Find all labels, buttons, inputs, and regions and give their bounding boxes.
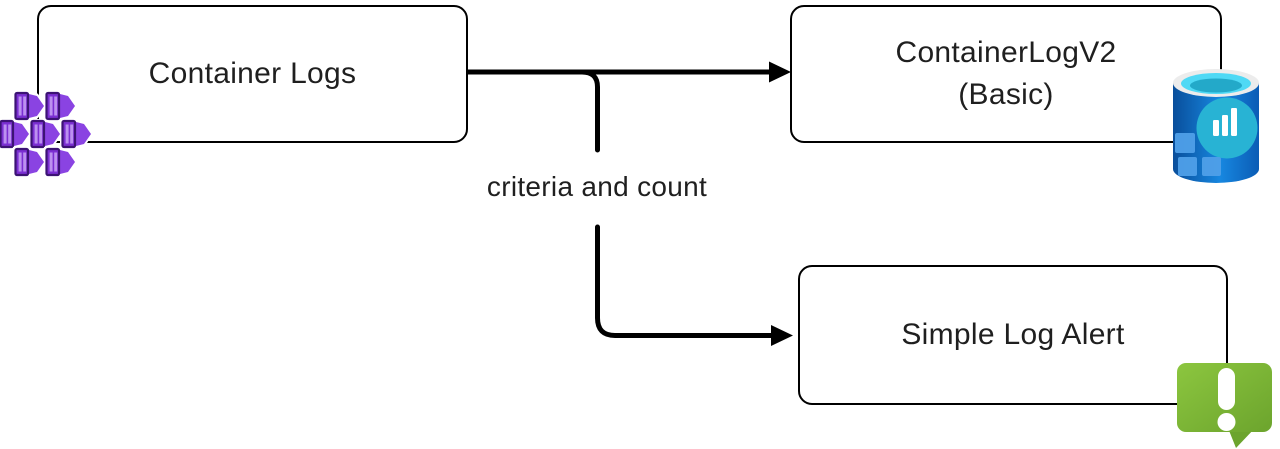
node-container-log-v2-label: ContainerLogV2 (Basic) bbox=[895, 32, 1116, 116]
arrow-to-simple-log-alert bbox=[595, 224, 793, 346]
node-container-log-v2: ContainerLogV2 (Basic) bbox=[790, 5, 1222, 143]
node-simple-log-alert: Simple Log Alert bbox=[798, 265, 1228, 405]
arrow-branch-upper bbox=[579, 69, 600, 153]
edge-branch-label: criteria and count bbox=[486, 171, 708, 202]
node-container-log-v2-label-line2: (Basic) bbox=[958, 78, 1054, 111]
node-container-logs: Container Logs bbox=[37, 5, 468, 143]
node-container-log-v2-label-line1: ContainerLogV2 bbox=[895, 36, 1117, 69]
node-container-logs-label: Container Logs bbox=[148, 57, 357, 90]
node-simple-log-alert-label: Simple Log Alert bbox=[901, 318, 1125, 351]
arrow-to-containerlogv2 bbox=[468, 61, 791, 83]
